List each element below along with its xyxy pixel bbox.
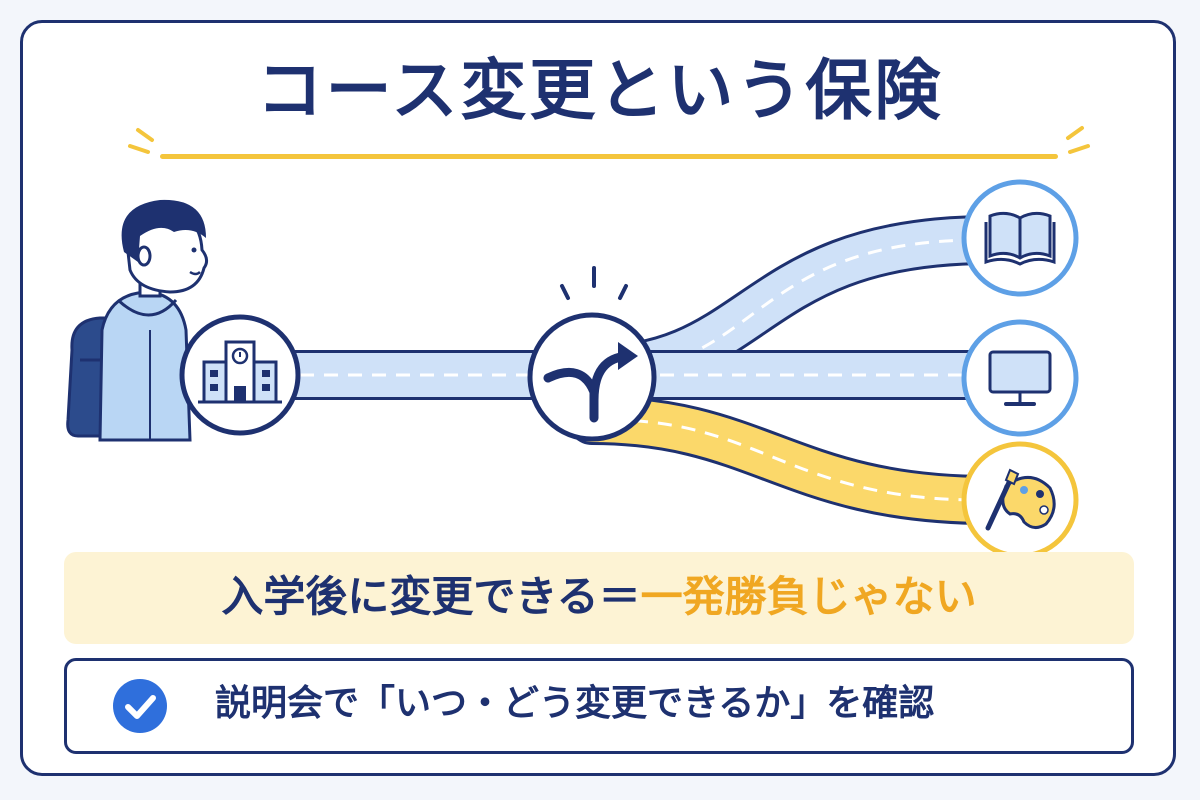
sparkle-left-icon [128,128,154,154]
key-message-banner: 入学後に変更できる＝一発勝負じゃない [64,552,1134,644]
path-course-art [567,395,1015,525]
key-message-emphasis: 一発勝負じゃない [640,572,977,621]
checkmark-icon [113,679,167,733]
key-message-text: 入学後に変更できる＝一発勝負じゃない [64,576,1134,618]
checklist-item: 説明会で「いつ・どう変更できるか」を確認 [64,658,1134,754]
checklist-item-text: 説明会で「いつ・どう変更できるか」を確認 [215,683,935,724]
sparkle-right-icon [1066,126,1090,154]
title-underline [160,154,1058,159]
school-building-icon [179,314,301,436]
page-title: コース変更という保険 [256,52,944,129]
key-message-lead: 入学後に変更できる＝ [221,572,641,621]
computer-monitor-icon [961,319,1079,437]
branch-arrow-icon [527,266,657,442]
open-book-icon [961,179,1079,297]
student-illustration [66,199,209,442]
art-palette-icon [961,441,1079,559]
